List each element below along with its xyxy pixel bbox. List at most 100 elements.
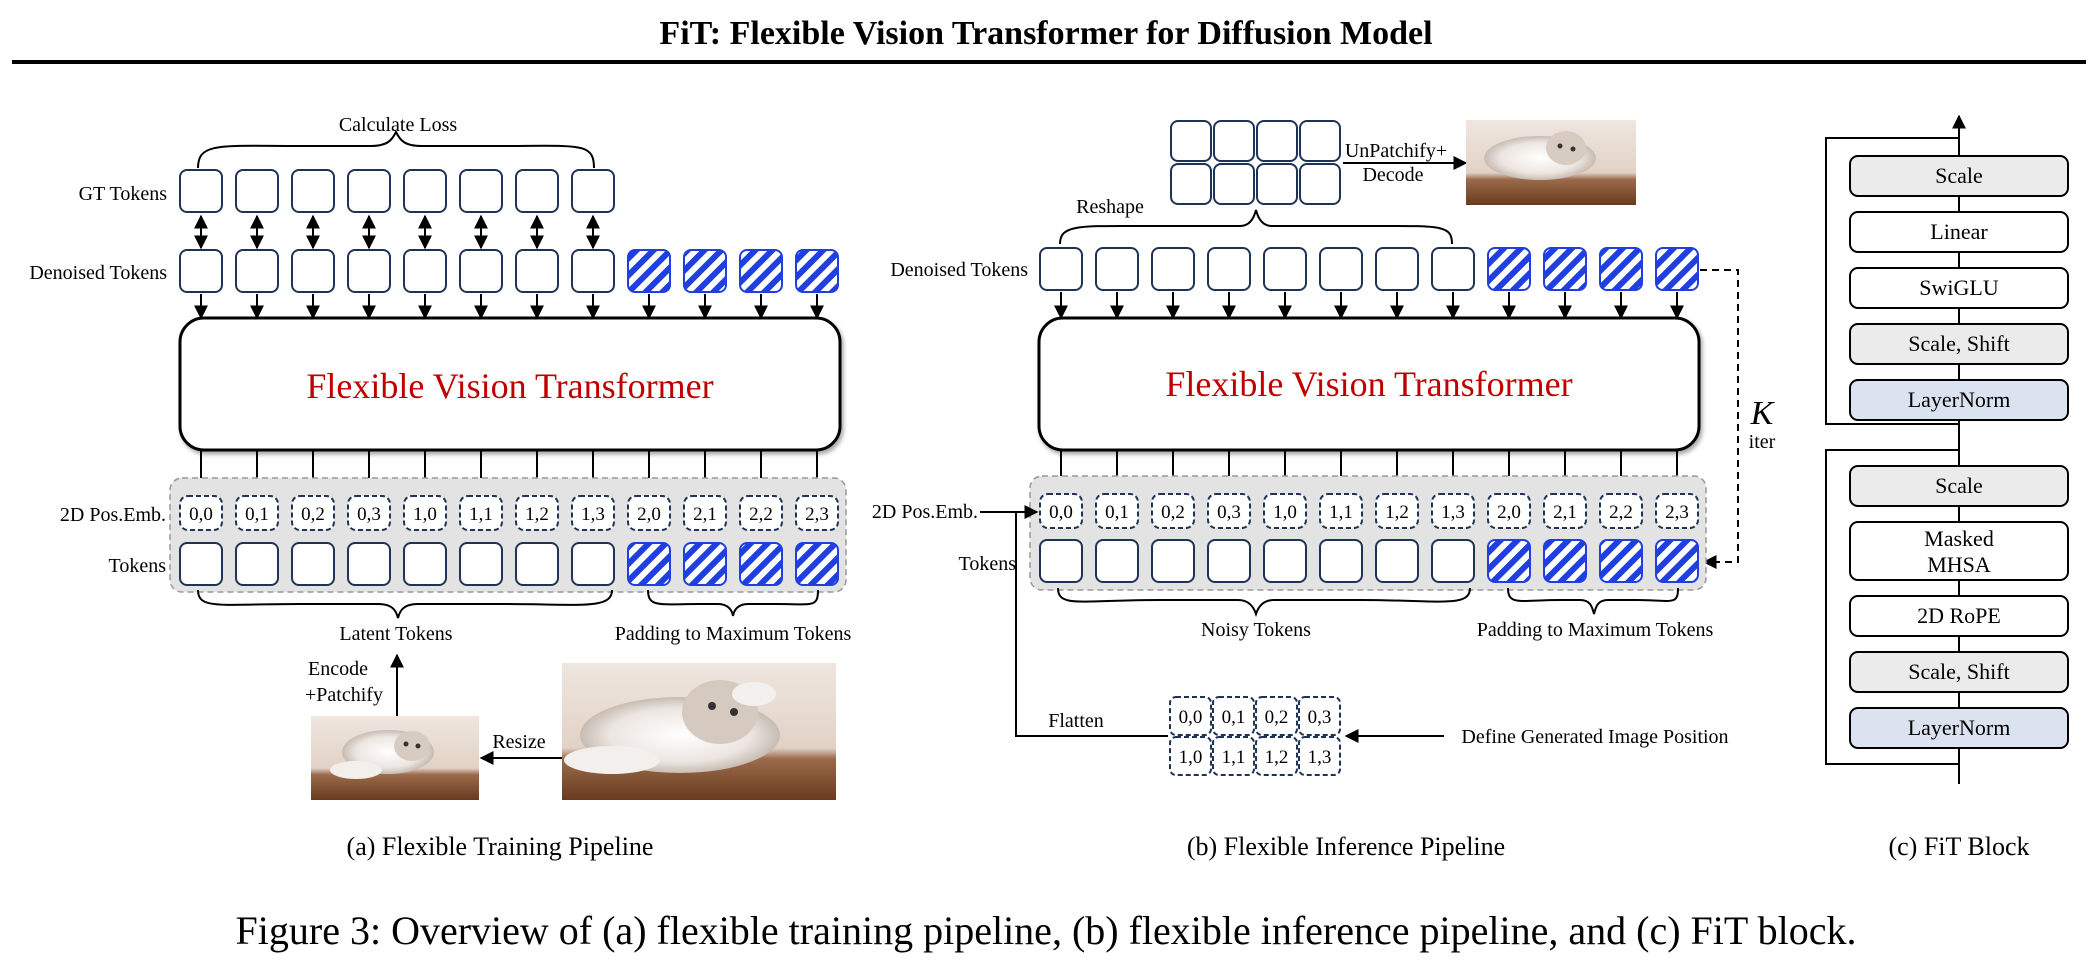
fit-block-label: Scale	[1935, 163, 1983, 188]
pos-emb-token	[459, 495, 503, 531]
noisy-token	[1039, 539, 1083, 583]
pos-emb-token	[1431, 493, 1475, 529]
gt-tokens-label: GT Tokens	[79, 183, 168, 205]
pos-emb-value: 1,3	[1441, 502, 1465, 523]
denoised-token	[1319, 247, 1363, 291]
tokens-row	[179, 542, 839, 586]
decode-label: Decode	[1362, 164, 1423, 186]
latent-token	[291, 542, 335, 586]
pos-emb-token	[683, 495, 727, 531]
small-cat-image	[311, 716, 479, 800]
gt-token	[235, 169, 279, 213]
reshape-token	[1213, 163, 1255, 205]
noisy-token	[1263, 539, 1307, 583]
denoised-tokens-row-b	[1039, 247, 1699, 291]
reshape-label: Reshape	[1076, 196, 1144, 218]
loss-brace	[197, 129, 595, 169]
pos-emb-token	[347, 495, 391, 531]
pos-emb-value: 2,0	[1497, 502, 1521, 523]
flatten-path	[1015, 512, 1168, 737]
figure-caption: Figure 3: Overview of (a) flexible train…	[236, 908, 1857, 953]
transformer-label-b: Flexible Vision Transformer	[1165, 364, 1572, 404]
reshape-token	[1170, 120, 1212, 162]
fit-block	[1849, 267, 2069, 309]
noisy-token	[1431, 539, 1475, 583]
padding-token	[1487, 247, 1531, 291]
subcaption-b: (b) Flexible Inference Pipeline	[1187, 832, 1505, 861]
fit-block	[1849, 707, 2069, 749]
pos-emb-token	[1375, 493, 1419, 529]
fit-block	[1849, 465, 2069, 507]
pos-emb-value: 0,2	[301, 504, 325, 525]
reshape-token	[1299, 163, 1341, 205]
padding-token	[739, 542, 783, 586]
padding-token	[795, 542, 839, 586]
pos-emb-value: 1,1	[469, 504, 493, 525]
denoised-token	[1039, 247, 1083, 291]
denoised-token	[1431, 247, 1475, 291]
padding-token	[1543, 247, 1587, 291]
grid-position-value: 0,1	[1222, 707, 1246, 728]
pos-emb-value: 2,0	[637, 504, 661, 525]
denoised-tokens-row	[179, 249, 839, 293]
tokens-label-b: Tokens	[959, 553, 1017, 575]
fit-block	[1849, 595, 2069, 637]
flatten-label: Flatten	[1048, 710, 1104, 732]
pos-emb-token	[403, 495, 447, 531]
k-label: K	[1750, 395, 1776, 432]
denoised-token	[403, 249, 447, 293]
denoised-token	[571, 249, 615, 293]
denoised-token	[347, 249, 391, 293]
panel-a: Calculate Loss GT Tokens Denoised Tokens…	[29, 114, 851, 861]
pos-emb-token	[571, 495, 615, 531]
pos-emb-value: 0,1	[1105, 502, 1129, 523]
latent-tokens-label: Latent Tokens	[339, 623, 452, 645]
pos-emb-token	[795, 495, 839, 531]
grid-position-value: 1,2	[1265, 747, 1289, 768]
pos-emb-value: 0,0	[189, 504, 213, 525]
gt-token	[347, 169, 391, 213]
denoised-token	[1095, 247, 1139, 291]
latent-token	[347, 542, 391, 586]
pos-emb-token	[515, 495, 559, 531]
pos-emb-token	[235, 495, 279, 531]
fit-block	[1849, 155, 2069, 197]
gt-compare-arrows	[194, 214, 600, 250]
pos-emb-value: 0,3	[357, 504, 381, 525]
denoised-token	[515, 249, 559, 293]
calc-loss-label: Calculate Loss	[339, 114, 458, 136]
noisy-token	[1207, 539, 1251, 583]
reshape-token	[1256, 120, 1298, 162]
denoised-tokens-label: Denoised Tokens	[29, 262, 167, 284]
transformer-label: Flexible Vision Transformer	[306, 366, 713, 406]
grid-position	[1255, 696, 1298, 736]
latent-token	[403, 542, 447, 586]
iter-loop	[1700, 269, 1739, 569]
gt-token	[571, 169, 615, 213]
reshape-grid	[1170, 120, 1341, 205]
padding-brace-a	[647, 589, 819, 617]
padding-token	[683, 249, 727, 293]
pos-emb-value: 2,3	[1665, 502, 1689, 523]
reshape-token	[1170, 163, 1212, 205]
padding-label-a: Padding to Maximum Tokens	[615, 623, 852, 645]
latent-token	[571, 542, 615, 586]
residual-top	[1825, 137, 1959, 425]
grid-position-value: 0,0	[1179, 707, 1203, 728]
noisy-token	[1151, 539, 1195, 583]
pos-emb-token	[627, 495, 671, 531]
padding-token	[683, 542, 727, 586]
noisy-token	[1095, 539, 1139, 583]
denoised-token	[235, 249, 279, 293]
latent-token	[515, 542, 559, 586]
pos-emb-token	[1319, 493, 1363, 529]
pos-emb-token	[1151, 493, 1195, 529]
fit-block-label: LayerNorm	[1908, 715, 2011, 740]
output-arrows-b	[1054, 292, 1684, 320]
output-arrows	[194, 294, 824, 320]
grid-position-value: 0,2	[1265, 707, 1289, 728]
